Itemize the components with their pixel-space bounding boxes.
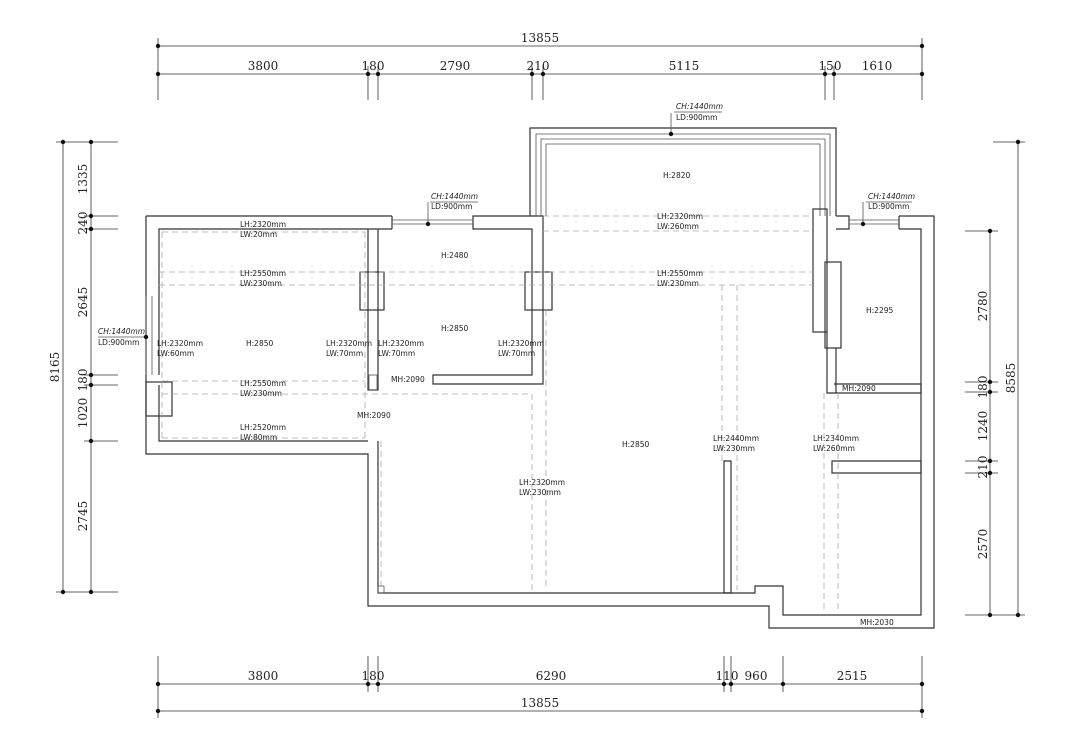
left-dim-3: 2645: [76, 287, 90, 318]
bottom-dim-1: 3800: [248, 669, 279, 683]
left-dimensions: 8165 1335 240 2645 180 1020 2745: [48, 139, 118, 595]
top-dim-3: 2790: [440, 59, 471, 73]
top-dimensions: 13855 3800 180 2790 210 5115 150 1610: [155, 31, 925, 100]
beam-7-lh: LH:2550mm: [240, 379, 286, 388]
column-mid: [524, 271, 553, 311]
bottom-dim-6: 2515: [837, 669, 868, 683]
bottom-dim-2: 180: [362, 669, 385, 683]
beam-8-lw: LW:80mm: [240, 433, 277, 442]
beam-4-lh: LH:2320mm: [326, 339, 372, 348]
beam-12-lw: LW:230mm: [713, 444, 755, 453]
window-right-ch: CH:1440mm: [868, 192, 915, 201]
window-top-ld: LD:900mm: [676, 113, 717, 122]
top-dim-1: 3800: [248, 59, 279, 73]
beam-1-lw: LW:20mm: [240, 230, 277, 239]
beam-labels: LH:2320mm LW:20mm LH:2550mm LW:230mm LH:…: [157, 212, 859, 497]
beam-lines: [159, 215, 839, 612]
right-dim-1: 2780: [976, 291, 990, 322]
beam-1-lh: LH:2320mm: [240, 220, 286, 229]
beam-7-lw: LW:230mm: [240, 389, 282, 398]
bottom-dim-3: 6290: [536, 669, 567, 683]
height-left-room: H:2850: [246, 339, 273, 348]
left-total-dim: 8165: [48, 352, 62, 383]
beam-9-lh: LH:2320mm: [657, 212, 703, 221]
window-tag-mid-top: CH:1440mm LD:900mm: [425, 192, 478, 227]
left-dim-6: 2745: [76, 501, 90, 532]
beam-2-lw: LW:230mm: [240, 279, 282, 288]
beam-5-lw: LW:70mm: [378, 349, 415, 358]
bottom-dim-4: 110: [716, 669, 739, 683]
bottom-dimensions: 3800 180 6290 110 960 2515 13855: [155, 656, 925, 718]
beam-6-lh: LH:2320mm: [498, 339, 544, 348]
top-total-dim: 13855: [521, 31, 559, 45]
top-dim-5: 5115: [669, 59, 700, 73]
walls: [145, 127, 935, 629]
beam-10-lw: LW:230mm: [657, 279, 699, 288]
right-dim-4: 210: [976, 456, 990, 479]
beam-8-lh: LH:2520mm: [240, 423, 286, 432]
beam-3-lh: LH:2320mm: [157, 339, 203, 348]
door-height-3: MH:2090: [842, 384, 876, 393]
beam-11-lh: LH:2320mm: [519, 478, 565, 487]
height-right-room: H:2295: [866, 306, 893, 315]
right-dim-2: 180: [976, 376, 990, 399]
right-dimensions: 2780 180 1240 210 2570 8585: [965, 139, 1025, 618]
room-heights: H:2820 H:2480 H:2850 H:2850 H:2850 H:229…: [246, 171, 893, 449]
bottom-total-dim: 13855: [521, 696, 559, 710]
right-dim-3: 1240: [976, 411, 990, 442]
beam-12-lh: LH:2440mm: [713, 434, 759, 443]
window-mid-ld: LD:900mm: [431, 202, 472, 211]
height-main-room: H:2850: [622, 440, 649, 449]
top-dim-4: 210: [527, 59, 550, 73]
left-dim-5: 1020: [76, 398, 90, 429]
top-dim-2: 180: [362, 59, 385, 73]
beam-3-lw: LW:60mm: [157, 349, 194, 358]
beam-9-lw: LW:260mm: [657, 222, 699, 231]
window-left-ld: LD:900mm: [98, 338, 139, 347]
door-height-1: MH:2090: [391, 375, 425, 384]
window-top-ch: CH:1440mm: [676, 102, 723, 111]
window-tag-right-top: CH:1440mm LD:900mm: [860, 192, 915, 227]
height-mid-lower: H:2850: [441, 324, 468, 333]
door-heights: MH:2090 MH:2090 MH:2090 MH:2030: [357, 375, 894, 627]
window-tag-top-room: CH:1440mm LD:900mm: [668, 102, 723, 137]
right-dim-5: 2570: [976, 529, 990, 560]
beam-6-lw: LW:70mm: [498, 349, 535, 358]
door-height-4: MH:2030: [860, 618, 894, 627]
column-left-mid: [359, 271, 385, 311]
window-mid-ch: CH:1440mm: [431, 192, 478, 201]
beam-13-lh: LH:2340mm: [813, 434, 859, 443]
height-top-room: H:2820: [663, 171, 690, 180]
door-height-2: MH:2090: [357, 411, 391, 420]
left-dim-1: 1335: [76, 164, 90, 195]
beam-5-lh: LH:2320mm: [378, 339, 424, 348]
beam-10-lh: LH:2550mm: [657, 269, 703, 278]
window-tag-left: CH:1440mm LD:900mm: [98, 327, 149, 347]
beam-2-lh: LH:2550mm: [240, 269, 286, 278]
beam-11-lw: LW:230mm: [519, 488, 561, 497]
left-dim-2: 240: [76, 212, 90, 235]
top-dim-6: 150: [819, 59, 842, 73]
left-dim-4: 180: [76, 369, 90, 392]
window-right-ld: LD:900mm: [868, 202, 909, 211]
height-mid-upper: H:2480: [441, 251, 468, 260]
beam-13-lw: LW:260mm: [813, 444, 855, 453]
beam-4-lw: LW:70mm: [326, 349, 363, 358]
bottom-dim-5: 960: [745, 669, 768, 683]
top-dim-7: 1610: [862, 59, 893, 73]
window-left-ch: CH:1440mm: [98, 327, 145, 336]
right-total-dim: 8585: [1004, 363, 1018, 394]
